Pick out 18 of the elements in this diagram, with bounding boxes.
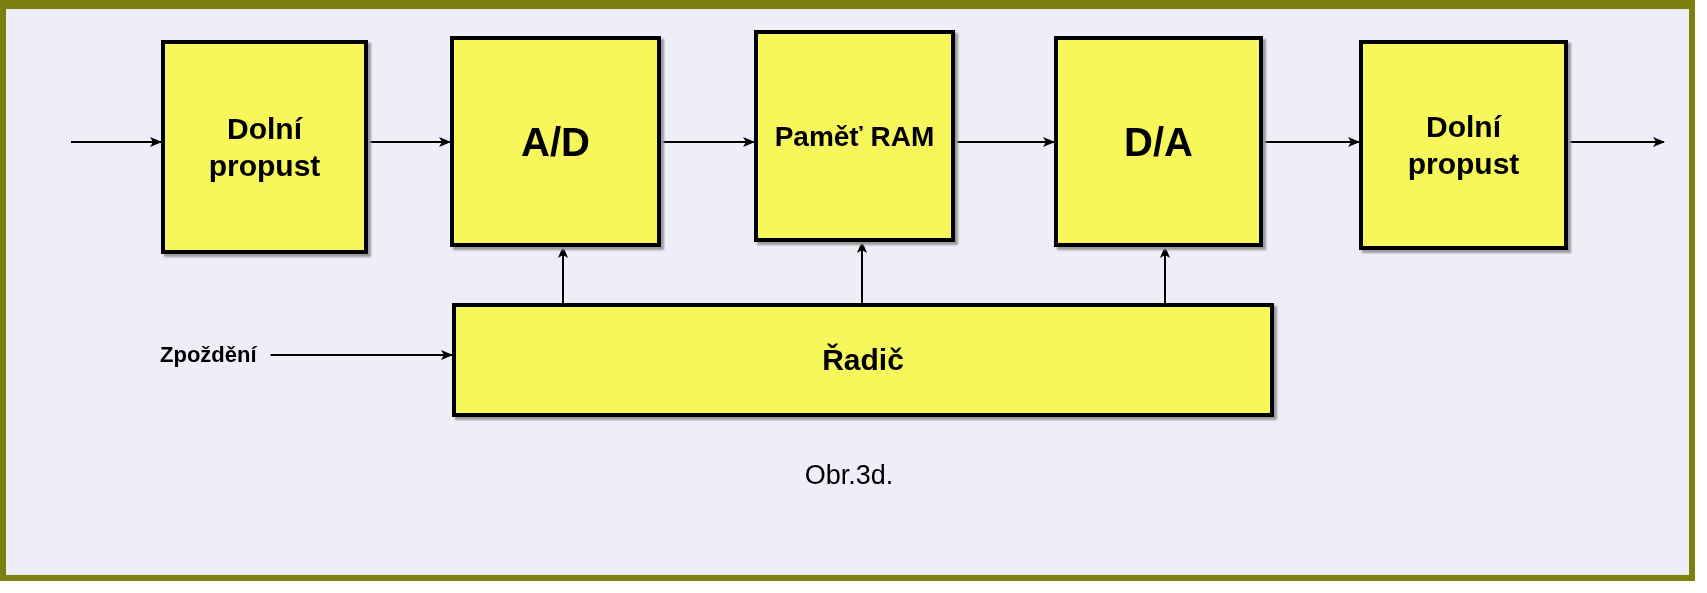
memory-block: Paměť RAM (754, 30, 955, 242)
arrow (954, 137, 1055, 147)
arrow (1160, 246, 1170, 304)
arrow (1262, 137, 1360, 147)
input-label: Zpoždění (160, 342, 257, 368)
converter-block: D/A (1054, 36, 1263, 247)
converter-block: A/D (450, 36, 661, 247)
arrow (269, 350, 453, 360)
arrow (70, 137, 162, 147)
arrow (660, 137, 755, 147)
controller-block: Řadič (452, 303, 1274, 417)
filter-block: Dolní propust (1359, 40, 1568, 250)
arrow (1567, 137, 1665, 147)
filter-block: Dolní propust (161, 40, 368, 254)
arrow (367, 137, 451, 147)
arrow (558, 246, 568, 304)
figure-caption: Obr.3d. (803, 460, 895, 491)
arrow (857, 241, 867, 304)
